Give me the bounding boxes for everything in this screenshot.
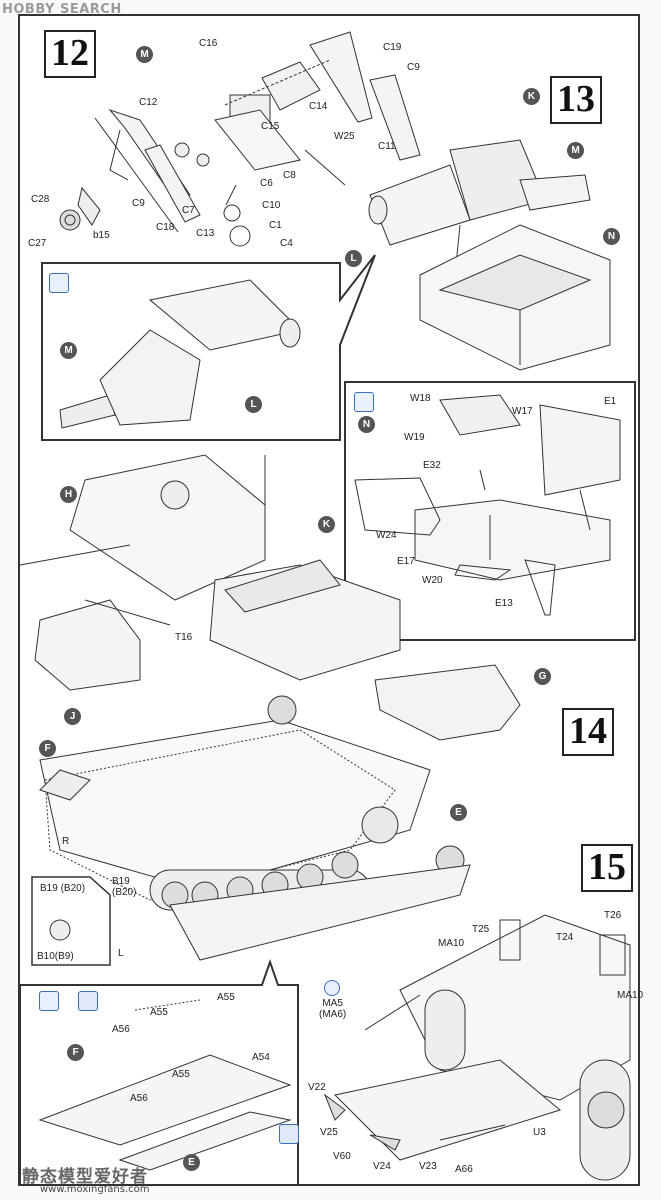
step14-superstructure [19, 454, 521, 741]
site-watermark-cn: 静态模型爱好者 [22, 1167, 148, 1187]
paint-icon [279, 1124, 299, 1144]
step-number-15: 15 [581, 844, 633, 892]
part-label: C19 [383, 42, 402, 53]
part-label: E13 [495, 598, 513, 609]
part-label: V24 [373, 1161, 391, 1172]
detail-hull-drawing [354, 394, 621, 616]
bogie-detail [31, 876, 111, 966]
part-label: W25 [334, 131, 355, 142]
hobby-search-watermark: HOBBY SEARCH [2, 2, 122, 17]
part-label: B19 (B20) [40, 883, 86, 894]
part-label: T24 [556, 932, 574, 943]
subassembly-J: J [64, 708, 81, 725]
paint-icon [78, 991, 98, 1011]
part-label: C15 [261, 121, 280, 132]
step13-gun-assembly [368, 139, 611, 371]
part-label: V60 [333, 1151, 351, 1162]
part-label: C9 [407, 62, 420, 73]
part-label: B10(B9) [37, 951, 74, 962]
part-label: C12 [139, 97, 158, 108]
part-label: C11 [378, 141, 396, 152]
part-label: W24 [376, 530, 397, 541]
part-label: R [62, 836, 70, 847]
part-label: C27 [28, 238, 47, 249]
part-label: C7 [182, 205, 195, 216]
part-label: W20 [422, 575, 443, 586]
part-label: A55 [217, 992, 235, 1003]
subassembly-K: K [523, 88, 540, 105]
part-label: C16 [199, 38, 218, 49]
subassembly-N: N [358, 416, 375, 433]
cement-icon [49, 273, 69, 293]
part-label: b15 [93, 230, 110, 241]
part-label: C13 [196, 228, 215, 239]
part-label: MA10 [617, 990, 644, 1001]
part-label: W18 [410, 393, 431, 404]
part-label: U3 [533, 1127, 546, 1138]
part-label: T16 [175, 632, 193, 643]
part-label: V23 [419, 1161, 437, 1172]
cement-icon [39, 991, 59, 1011]
part-label: V22 [308, 1082, 326, 1093]
subassembly-N: N [603, 228, 620, 245]
part-label: E1 [604, 396, 617, 407]
step-number-12: 12 [44, 30, 96, 78]
part-label: C4 [280, 238, 293, 249]
part-label: A55 [150, 1007, 168, 1018]
cement-icon [354, 392, 374, 412]
subassembly-M: M [567, 142, 584, 159]
part-label: C8 [283, 170, 296, 181]
part-label: W19 [404, 432, 425, 443]
part-label: C10 [262, 200, 281, 211]
subassembly-M: M [136, 46, 153, 63]
step15-assembly [323, 914, 631, 1181]
cement-drop-icon [324, 980, 340, 996]
fender-detail-drawing [38, 999, 292, 1171]
part-label: E32 [423, 460, 441, 471]
step-number-14: 14 [562, 708, 614, 756]
subassembly-L: L [245, 396, 262, 413]
part-label: W17 [512, 406, 533, 417]
part-label: C6 [260, 178, 273, 189]
part-label: C18 [156, 222, 175, 233]
detail-callout-hull [344, 381, 636, 641]
step14-hull [39, 695, 471, 961]
part-label: A56 [130, 1093, 148, 1104]
step12-gun-parts [59, 31, 421, 247]
part-label: A55 [172, 1069, 190, 1080]
site-watermark-url: www.moxingfans.com [40, 1184, 150, 1195]
subassembly-L: L [345, 250, 362, 267]
step-number-13: 13 [550, 76, 602, 124]
part-label: C9 [132, 198, 145, 209]
part-label: V25 [320, 1127, 338, 1138]
subassembly-G: G [534, 668, 551, 685]
subassembly-H: H [60, 486, 77, 503]
detail-gun-drawing [59, 279, 301, 429]
part-label: A56 [112, 1024, 130, 1035]
part-label: C14 [309, 101, 328, 112]
subassembly-E: E [183, 1154, 200, 1171]
part-label: MA5 (MA6) [319, 998, 347, 1020]
subassembly-F: F [67, 1044, 84, 1061]
part-label: B19 (B20) [112, 876, 137, 898]
part-label: T26 [604, 910, 622, 921]
subassembly-E: E [450, 804, 467, 821]
part-label: L [118, 948, 124, 959]
part-label: A66 [455, 1164, 473, 1175]
part-label: C28 [31, 194, 50, 205]
part-label: MA10 [438, 938, 465, 949]
subassembly-F: F [39, 740, 56, 757]
subassembly-M: M [60, 342, 77, 359]
detail-callout-fenders [19, 958, 299, 1186]
part-label: A54 [252, 1052, 270, 1063]
subassembly-K: K [318, 516, 335, 533]
part-label: C1 [269, 220, 282, 231]
part-label: T25 [472, 924, 490, 935]
detail-callout-gun [41, 254, 376, 441]
part-label: E17 [397, 556, 415, 567]
